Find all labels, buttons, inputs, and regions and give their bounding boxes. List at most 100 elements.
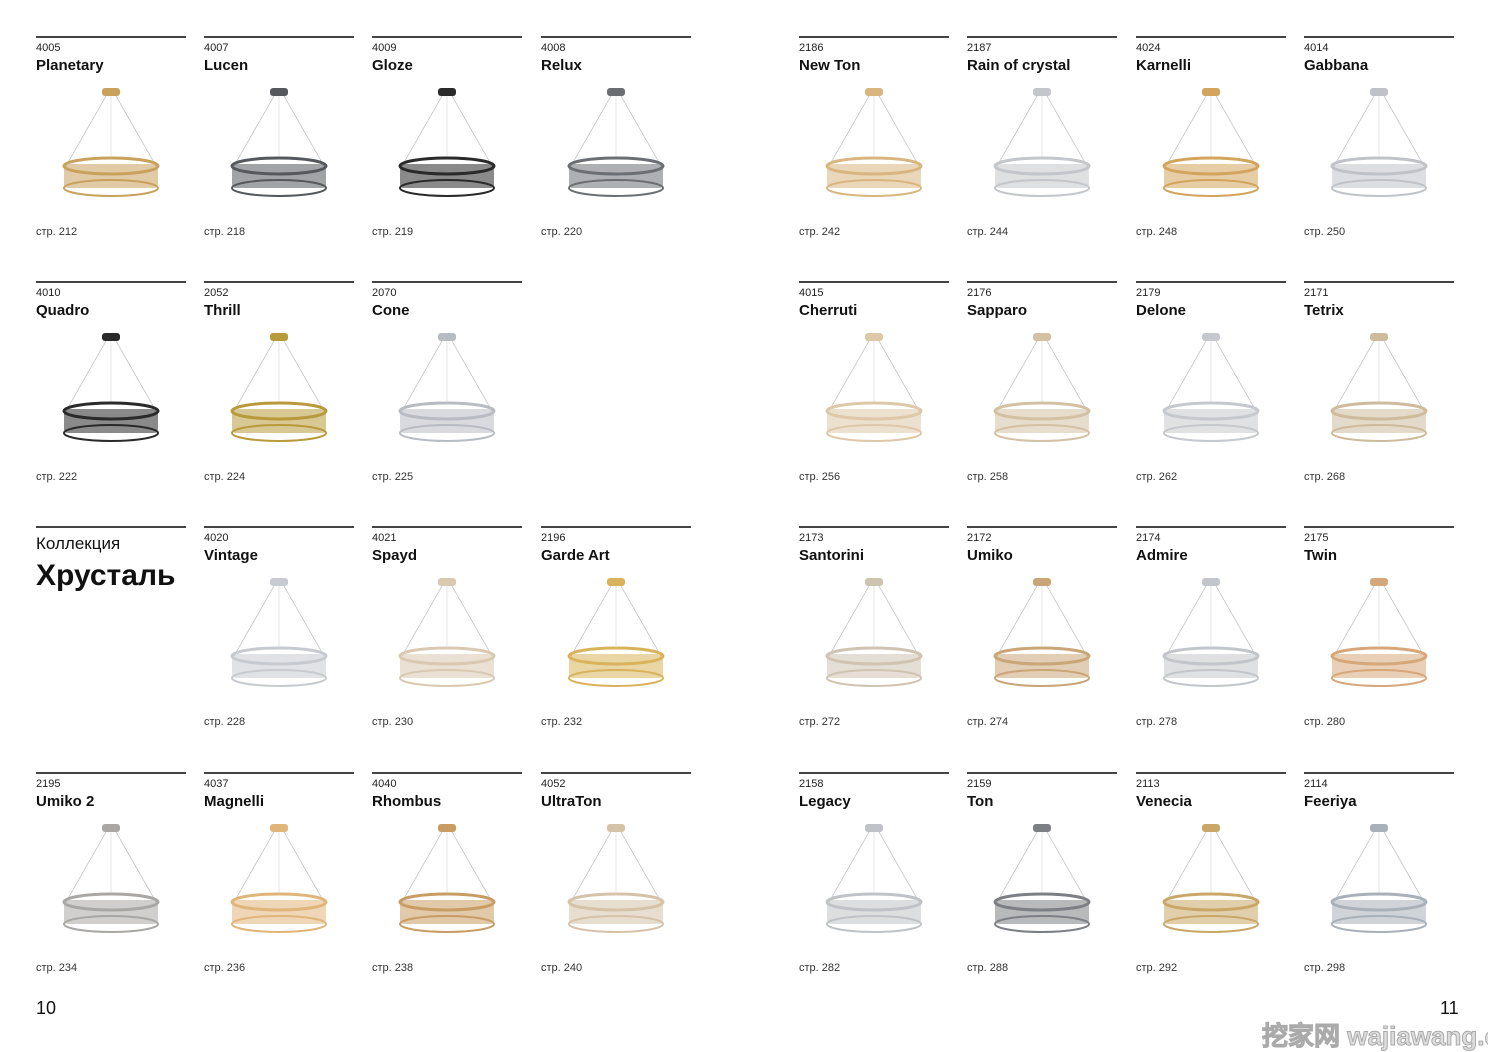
product-code: 2070 [372, 287, 397, 299]
product-name: Delone [1136, 302, 1187, 319]
collection-label: Коллекция [36, 534, 121, 553]
product-name: Planetary [36, 57, 104, 74]
product-code: 2195 [36, 778, 61, 790]
product-image[interactable] [372, 822, 522, 947]
product-code: 4024 [1136, 42, 1161, 54]
product-image[interactable] [1136, 576, 1286, 701]
product-image[interactable] [1136, 331, 1286, 456]
product-name: New Ton [799, 57, 861, 74]
product-image[interactable] [1304, 822, 1454, 947]
chandelier-image [62, 824, 160, 933]
product-image[interactable] [541, 576, 691, 701]
product-image[interactable] [799, 86, 949, 211]
product-image[interactable] [204, 86, 354, 211]
product-name: Rhombus [372, 793, 442, 810]
product-image[interactable] [1304, 576, 1454, 701]
divider [204, 281, 354, 283]
product-name: Tetrix [1304, 302, 1344, 319]
page-reference: стр. 218 [204, 226, 246, 238]
product-image[interactable] [204, 822, 354, 947]
product-image[interactable] [1136, 822, 1286, 947]
product-image[interactable] [541, 86, 691, 211]
product-image[interactable] [372, 576, 522, 701]
product-image[interactable] [36, 86, 186, 211]
page-reference: стр. 232 [541, 716, 583, 728]
product-code: 2171 [1304, 287, 1329, 299]
product-image[interactable] [799, 576, 949, 701]
product-image[interactable] [967, 822, 1117, 947]
product-image[interactable] [1304, 86, 1454, 211]
product-image[interactable] [967, 86, 1117, 211]
product-image[interactable] [799, 331, 949, 456]
product-name: Umiko 2 [36, 793, 95, 810]
product-image[interactable] [967, 331, 1117, 456]
product-name: Garde Art [541, 547, 610, 564]
page-reference: стр. 234 [36, 962, 78, 974]
chandelier-image [825, 88, 923, 197]
product-name: Cone [372, 302, 410, 319]
product-image[interactable] [204, 331, 354, 456]
product-image[interactable] [36, 822, 186, 947]
product-image[interactable] [1136, 86, 1286, 211]
page-reference: стр. 219 [372, 226, 414, 238]
product-image[interactable] [799, 822, 949, 947]
chandelier-image [993, 824, 1091, 933]
product-name: Umiko [967, 547, 1013, 564]
product-image[interactable] [541, 822, 691, 947]
chandelier-image [1330, 333, 1428, 442]
divider [372, 281, 522, 283]
product-image[interactable] [372, 86, 522, 211]
product-code: 4009 [372, 42, 397, 54]
product-image[interactable] [36, 331, 186, 456]
chandelier-image [567, 88, 665, 197]
page-reference: стр. 272 [799, 716, 841, 728]
divider [1136, 281, 1286, 283]
chandelier-image [1162, 824, 1260, 933]
chandelier-image [1162, 578, 1260, 687]
product-code: 2114 [1304, 778, 1328, 790]
page-reference: стр. 282 [799, 962, 841, 974]
product-image[interactable] [372, 331, 522, 456]
product-image[interactable] [967, 576, 1117, 701]
product-image[interactable] [204, 576, 354, 701]
product-name: Magnelli [204, 793, 265, 810]
product-code: 2174 [1136, 532, 1161, 544]
page-reference: стр. 240 [541, 962, 583, 974]
page-reference: стр. 238 [372, 962, 414, 974]
product-code: 2196 [541, 532, 566, 544]
page-reference: стр. 225 [372, 471, 414, 483]
page-reference: стр. 262 [1136, 471, 1178, 483]
product-image[interactable] [1304, 331, 1454, 456]
chandelier-image [230, 333, 328, 442]
